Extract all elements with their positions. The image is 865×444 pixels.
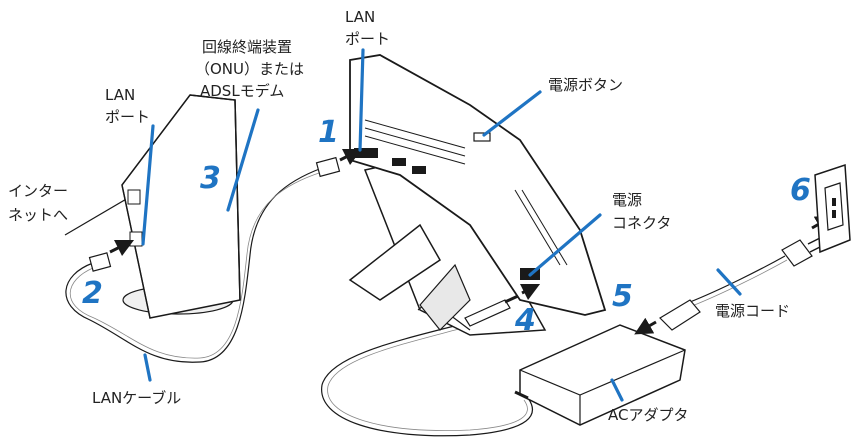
- step-6: 6: [790, 173, 811, 208]
- step-3: 3: [200, 161, 221, 196]
- lan-plug-top: [315, 148, 363, 178]
- onu-label: 回線終端装置 （ONU）または ADSLモデム: [195, 38, 309, 100]
- ac-inlet-plug: [634, 299, 701, 335]
- lan-port-top-label: LAN ポート: [345, 8, 390, 48]
- lan-port-left-label: LAN ポート: [105, 86, 150, 126]
- power-cord: [689, 255, 788, 307]
- ac-adapter-label: ACアダプタ: [608, 406, 688, 424]
- power-cord-label: 電源コード: [715, 302, 790, 320]
- power-plug: [781, 215, 834, 267]
- step-4: 4: [514, 303, 536, 338]
- step-5: 5: [612, 279, 633, 314]
- power-connector-label: 電源 コネクタ: [612, 191, 671, 232]
- lan-plug-left: [88, 239, 135, 272]
- adapter-dc-cable: [321, 321, 533, 437]
- internet-label: インター ネットへ: [8, 182, 73, 224]
- step-2: 2: [82, 276, 103, 311]
- power-button-label: 電源ボタン: [548, 76, 623, 94]
- onu-modem: [121, 94, 241, 319]
- pc-unit: [348, 54, 607, 336]
- ac-adapter: [514, 324, 686, 426]
- leader-lines: [141, 48, 742, 402]
- lan-cable-label: LANケーブル: [92, 389, 181, 407]
- dc-plug: [464, 283, 541, 327]
- step-1: 1: [318, 115, 339, 150]
- internet-cable: [64, 197, 129, 236]
- lan-cable: [65, 167, 323, 363]
- wall-outlet: [814, 163, 851, 254]
